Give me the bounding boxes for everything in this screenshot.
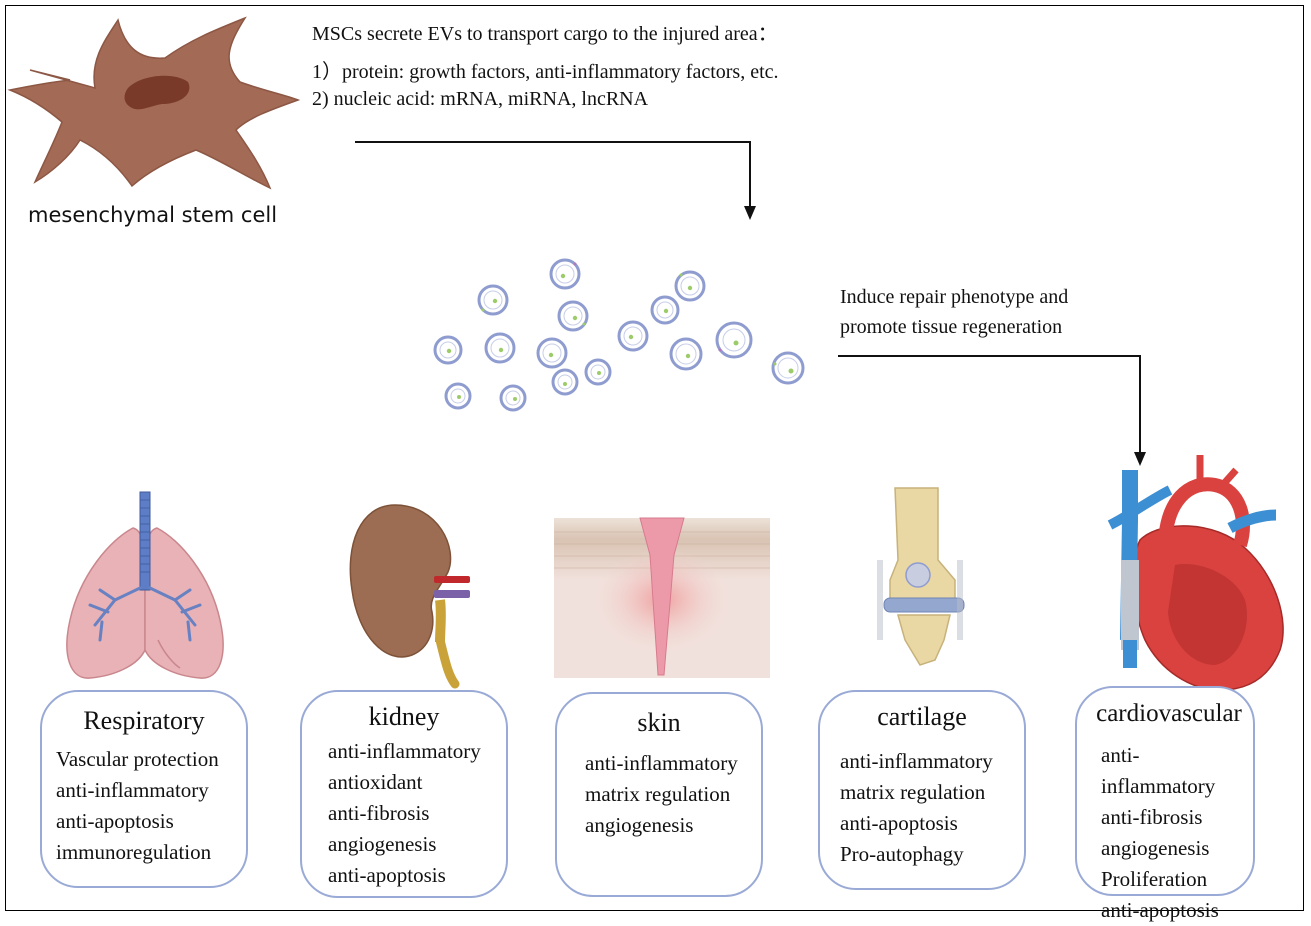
extracellular-vesicle-icon [446, 384, 470, 408]
effect-item: anti-apoptosis [328, 860, 481, 891]
organ-box-cartilage: cartilage anti-inflammatory matrix regul… [818, 690, 1026, 890]
kidney-icon [350, 505, 470, 684]
effect-item: angiogenesis [585, 810, 738, 841]
extracellular-vesicle-icon [538, 339, 566, 367]
knee-cartilage-icon [880, 488, 964, 665]
repair-text-line2: promote tissue regeneration [840, 316, 1062, 339]
extracellular-vesicle-icon [559, 302, 587, 330]
effect-item: anti-fibrosis [328, 798, 481, 829]
cargo-protein-text: 1）protein: growth factors, anti-inflamma… [312, 55, 779, 84]
organ-box-skin: skin anti-inflammatory matrix regulation… [555, 692, 763, 897]
effect-item: Vascular protection [56, 744, 219, 775]
extracellular-vesicle-icon [553, 370, 577, 394]
organ-title: skin [557, 708, 761, 738]
extracellular-vesicle-icon [773, 353, 803, 383]
extracellular-vesicle-icon [479, 286, 507, 314]
organ-title: cartilage [820, 702, 1024, 732]
effect-item: matrix regulation [585, 779, 738, 810]
organ-title: cardiovascular [1085, 700, 1253, 728]
effect-item: anti-inflammatory [1101, 740, 1253, 802]
extracellular-vesicle-icon [676, 272, 704, 300]
effect-item: anti-apoptosis [840, 808, 993, 839]
extracellular-vesicle-icon [435, 337, 461, 363]
organ-title: Respiratory [42, 706, 246, 736]
skin-wound-icon [554, 518, 770, 678]
effect-item: anti-inflammatory [328, 736, 481, 767]
organ-title: kidney [302, 702, 506, 732]
effect-item: Pro-autophagy [840, 839, 993, 870]
repair-arrow [838, 356, 1146, 466]
effect-item: anti-apoptosis [56, 806, 219, 837]
extracellular-vesicle-icon [551, 260, 579, 288]
organ-box-cardiovascular: cardiovascular anti-inflammatory anti-fi… [1075, 686, 1255, 896]
mesenchymal-stem-cell-icon [10, 18, 298, 188]
effect-item: anti-inflammatory [585, 748, 738, 779]
extracellular-vesicle-icon [671, 339, 701, 369]
repair-text-line1: Induce repair phenotype and [840, 286, 1068, 309]
lungs-icon [67, 492, 223, 678]
effect-item: anti-inflammatory [840, 746, 993, 777]
effect-item: Proliferation [1101, 864, 1253, 895]
extracellular-vesicle-icon [717, 323, 751, 357]
effect-item: immunoregulation [56, 837, 219, 868]
heart-icon [1110, 455, 1283, 690]
effect-item: matrix regulation [840, 777, 993, 808]
extracellular-vesicle-icon [501, 386, 525, 410]
msc-label: mesenchymal stem cell [28, 203, 277, 227]
extracellular-vesicle-icon [586, 360, 610, 384]
organ-box-respiratory: Respiratory Vascular protection anti-inf… [40, 690, 248, 888]
extracellular-vesicle-icon [619, 322, 647, 350]
secretion-arrow [355, 142, 756, 220]
extracellular-vesicle-icon [652, 297, 678, 323]
extracellular-vesicles-cluster [435, 260, 803, 410]
effect-item: anti-apoptosis [1101, 895, 1253, 926]
effect-item: antioxidant [328, 767, 481, 798]
effect-item: angiogenesis [1101, 833, 1253, 864]
extracellular-vesicle-icon [486, 334, 514, 362]
cargo-intro-text: MSCs secrete EVs to transport cargo to t… [312, 20, 778, 48]
effect-item: anti-fibrosis [1101, 802, 1253, 833]
effect-item: angiogenesis [328, 829, 481, 860]
organ-box-kidney: kidney anti-inflammatory antioxidant ant… [300, 690, 508, 898]
cargo-nucleic-acid-text: 2) nucleic acid: mRNA, miRNA, lncRNA [312, 88, 648, 111]
effect-item: anti-inflammatory [56, 775, 219, 806]
